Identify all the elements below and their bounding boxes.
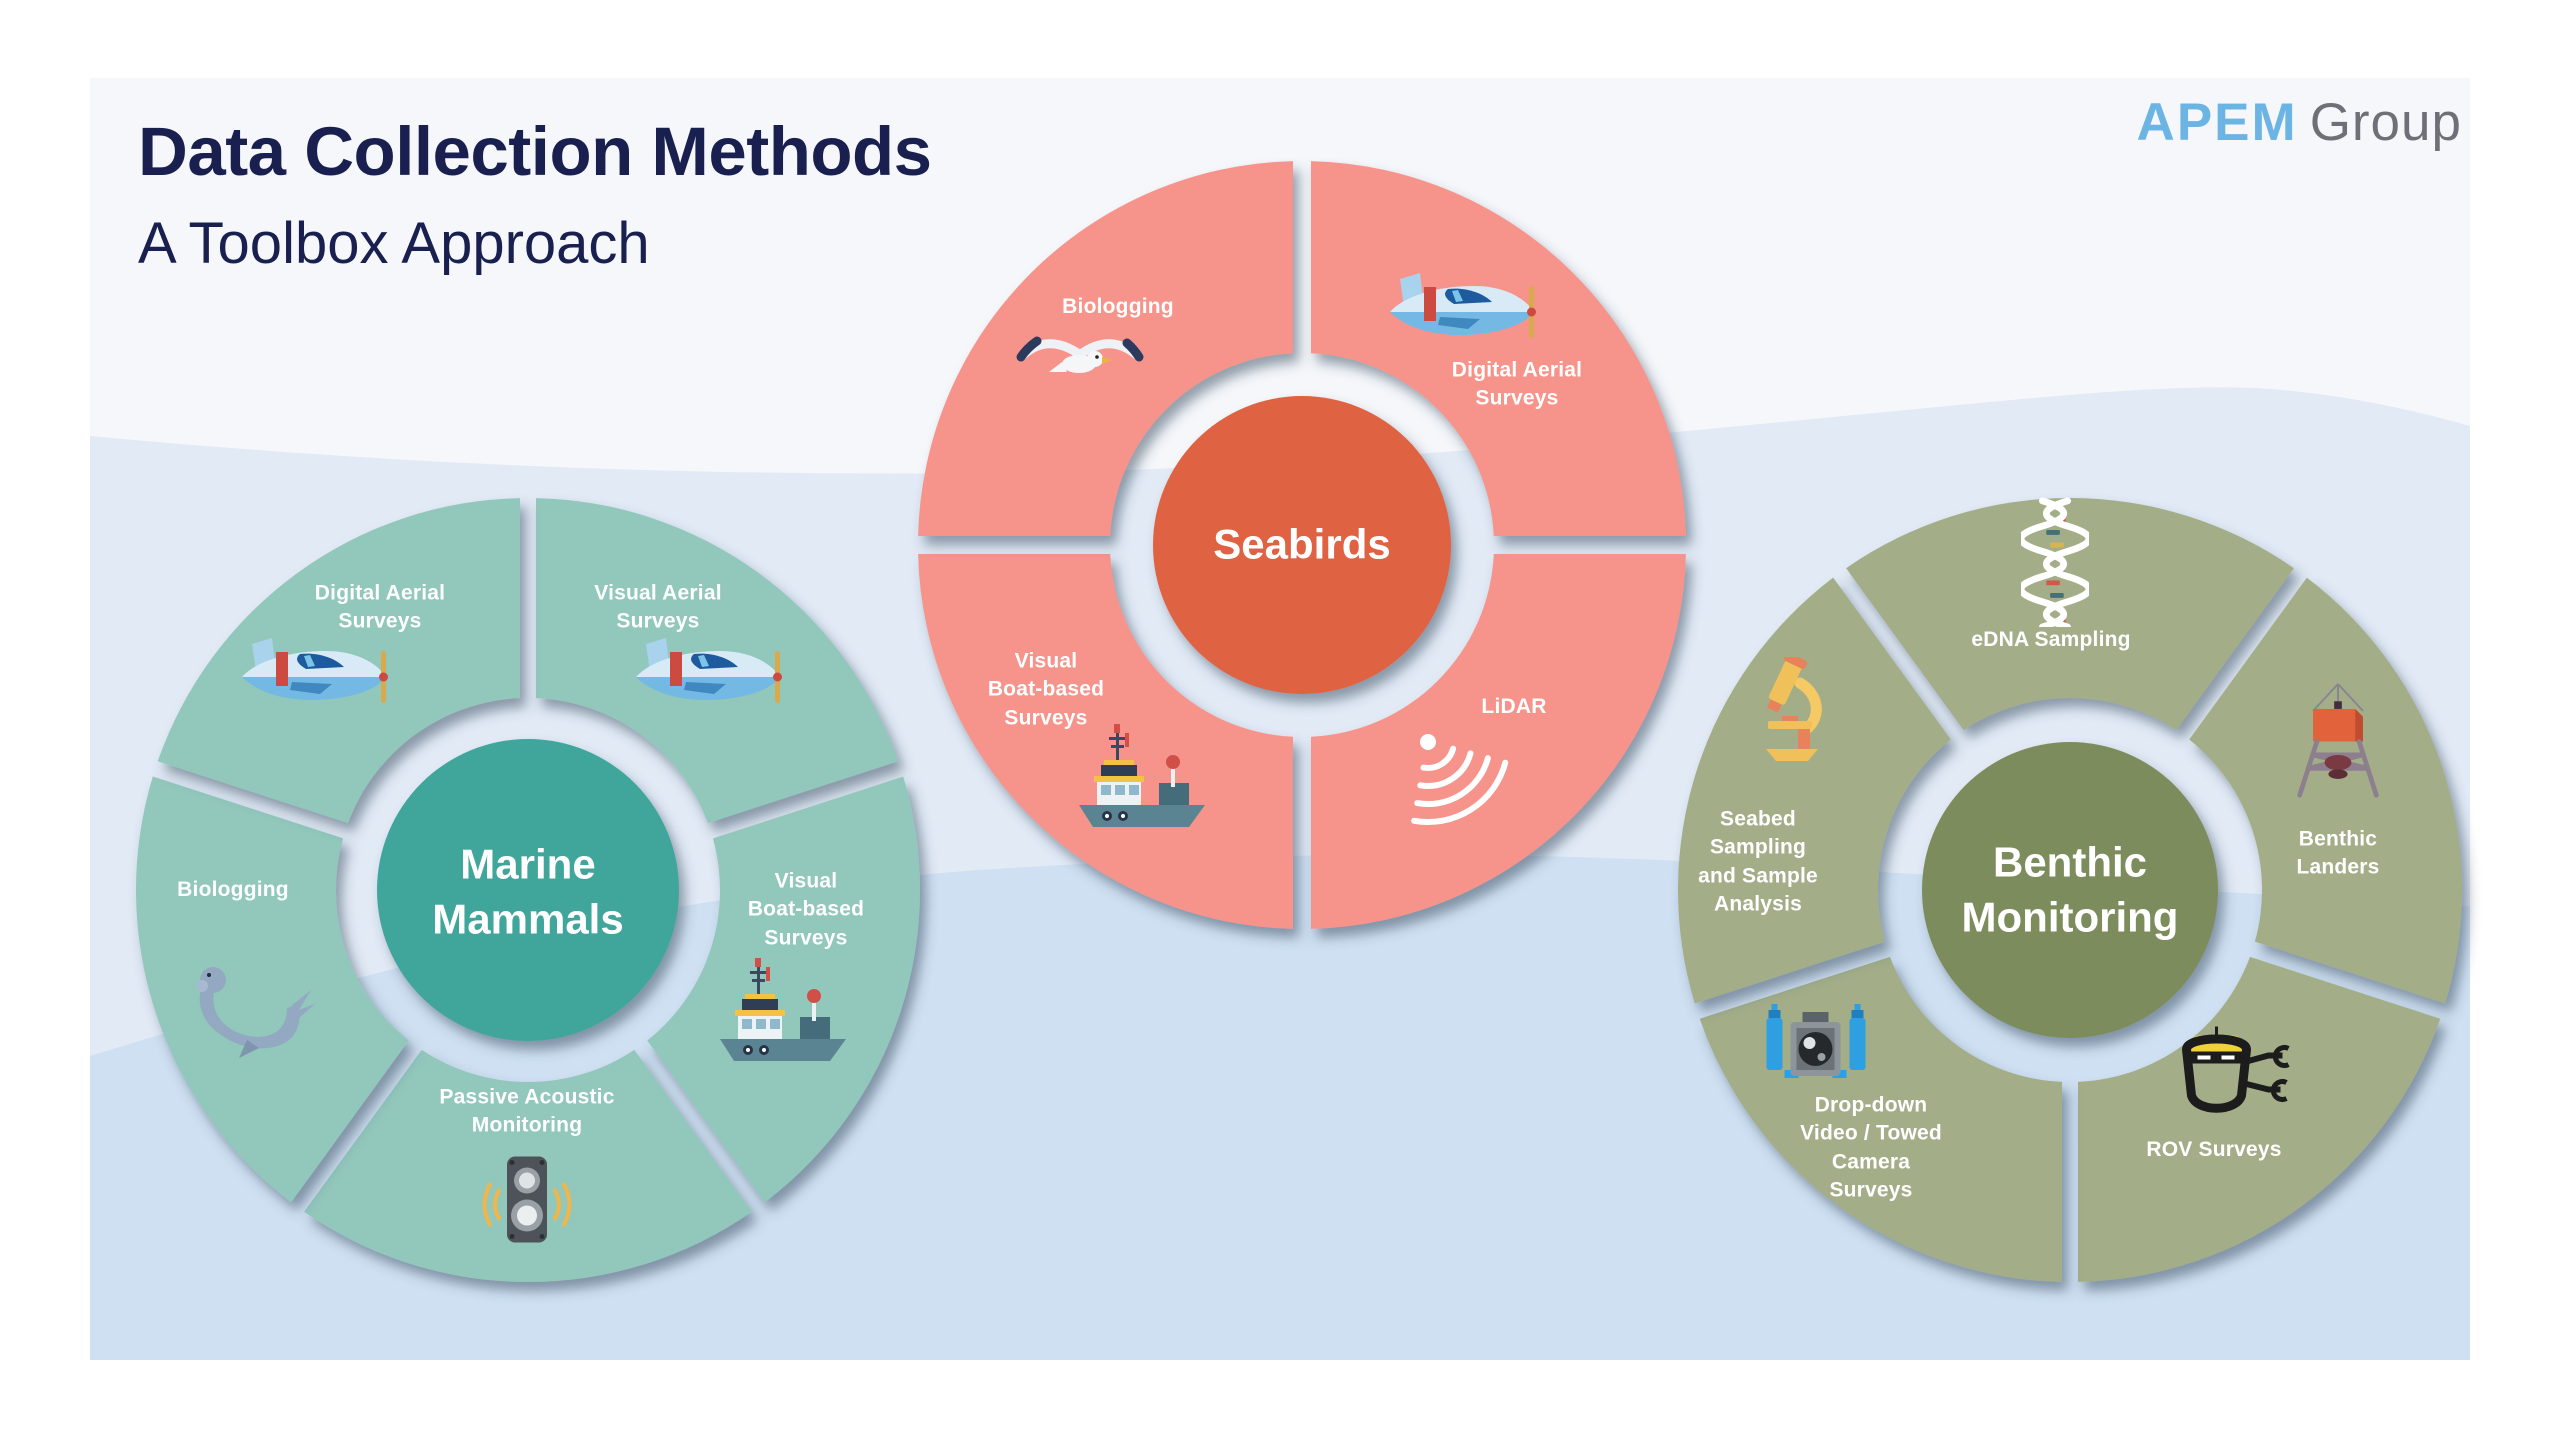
seabirds-hub-circle (1153, 396, 1451, 694)
benthic-monitoring-segment-rov-surveys (2077, 956, 2441, 1282)
boat-icon (1067, 723, 1217, 833)
marine-segment-label-visual-aerial-surveys: Visual Aerial Surveys (594, 581, 722, 633)
benthic-monitoring-hub-circle (1922, 742, 2218, 1038)
speaker-icon (477, 1153, 577, 1248)
seabirds-segment-label-lidar: LiDAR (1481, 694, 1547, 718)
benthic-monitoring-segment-drop-down-video-towed-camera-surveys (1699, 956, 2063, 1282)
logo-suffix-text: Group (2309, 93, 2462, 152)
plane-icon (1380, 270, 1540, 350)
seabirds-hub-label: Seabirds (1213, 520, 1391, 568)
boat-icon (708, 957, 858, 1067)
page-title: Data Collection Methods (138, 113, 932, 190)
marine-mammals-hub-label: Marine Mammals (432, 840, 624, 942)
marine-mammals-segment-biologging (136, 776, 409, 1203)
seabirds-segment-digital-aerial-surveys (1310, 161, 1686, 537)
benthic-monitoring-segment-benthic-landers (2189, 577, 2462, 1004)
benthic-segment-label-benthic-landers: Benthic Landers (2296, 827, 2380, 879)
marine-segment-label-biologging: Biologging (177, 877, 289, 901)
seabirds-segment-label-digital-aerial-surveys: Digital Aerial Surveys (1451, 358, 1583, 410)
seabirds-segment-label-biologging: Biologging (1062, 294, 1174, 318)
seabirds-segment-lidar (1310, 553, 1686, 929)
benthic-segment-label-rov-surveys: ROV Surveys (2146, 1137, 2282, 1161)
plane-icon (232, 635, 392, 715)
rov-icon (2165, 1026, 2300, 1131)
dna-icon (2020, 497, 2090, 627)
lidar-icon (1404, 728, 1520, 836)
seabirds-segment-visual-boat-based-surveys (918, 553, 1294, 929)
page-subtitle: A Toolbox Approach (138, 211, 650, 276)
benthic-segment-label-seabed-sampling-and-sample-analysis: Seabed Sampling and Sample Analysis (1698, 807, 1818, 916)
seabirds-segment-label-visual-boat-based-surveys: Visual Boat-based Surveys (987, 649, 1105, 730)
seagull-icon (1015, 330, 1145, 390)
camera-icon (1759, 996, 1874, 1096)
benthic-lander-icon (2281, 680, 2396, 805)
logo-brand-text: APEM (2136, 93, 2298, 152)
marine-segment-label-digital-aerial-surveys: Digital Aerial Surveys (314, 581, 446, 633)
benthic-segment-label-edna-sampling: eDNA Sampling (1971, 627, 2131, 651)
microscope-icon (1742, 657, 1842, 767)
seabirds-segment-biologging (918, 161, 1294, 537)
benthic-monitoring-segment-seabed-sampling-and-sample-analysis (1677, 577, 1951, 1004)
marine-segment-label-visual-boat-based-surveys: Visual Boat-based Surveys (747, 869, 865, 950)
marine-segment-label-passive-acoustic-monitoring: Passive Acoustic Monitoring (439, 1085, 615, 1137)
seal-icon (187, 960, 337, 1070)
marine-mammals-segment-visual-boat-based-surveys (647, 776, 920, 1203)
plane-icon (626, 635, 786, 715)
benthic-monitoring-segment-edna-sampling (1846, 498, 2294, 731)
benthic-segment-label-drop-down-video-towed-camera-surveys: Drop-down Video / Towed Camera Surveys (1800, 1093, 1942, 1202)
benthic-monitoring-hub-label: Benthic Monitoring (1961, 838, 2179, 940)
marine-mammals-hub-circle (377, 739, 679, 1041)
